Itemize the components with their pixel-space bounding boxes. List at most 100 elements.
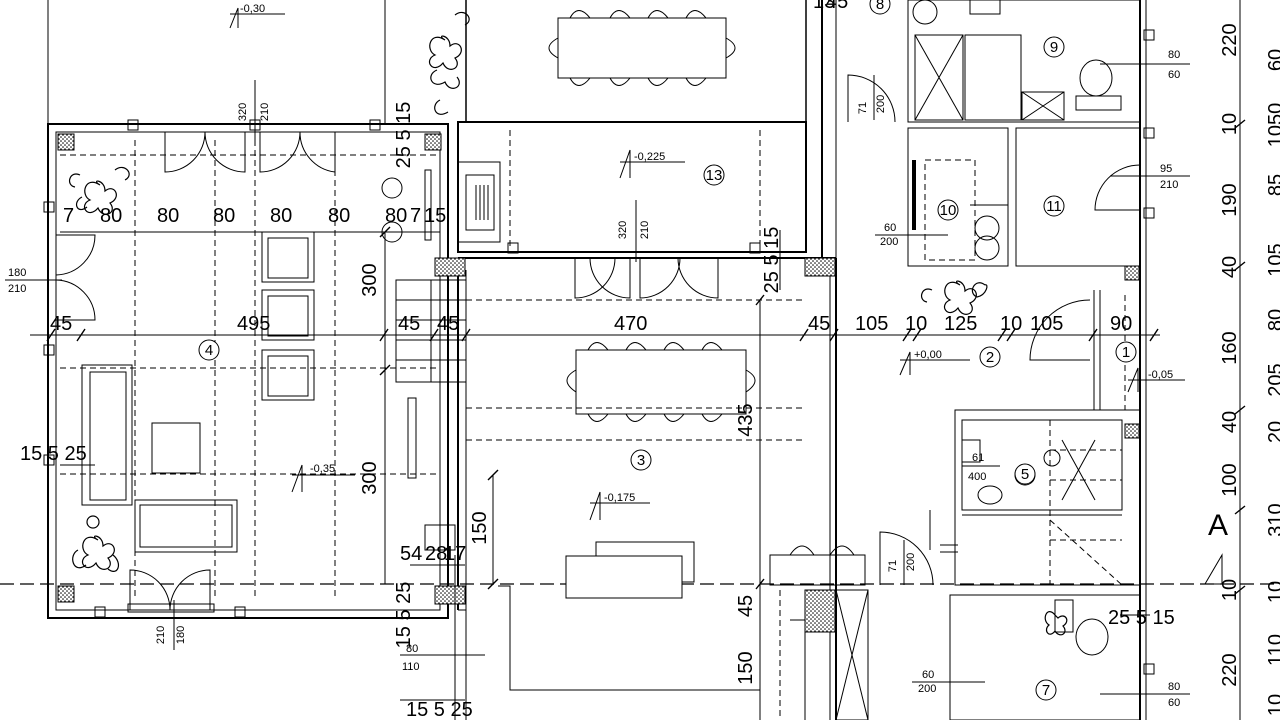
dim-label: 80 (157, 205, 179, 227)
dim-label: 470 (614, 313, 647, 335)
dim-label: 495 (237, 313, 270, 335)
axis-label: 205 (1265, 363, 1280, 396)
dim-label: 10 (1000, 313, 1022, 335)
axis-label: 40 (1219, 411, 1241, 433)
right-axis: 220 10 190 40 160 40 100 10 220 60 1050 … (1219, 23, 1280, 716)
axis-label: 10 (1265, 581, 1280, 603)
opening-width: 80 (1168, 49, 1180, 61)
axis-label: 310 (1265, 503, 1280, 536)
level-top-left: -0,30 (240, 3, 265, 15)
opening-width: 80 (406, 643, 418, 655)
dimension-lines (30, 0, 1246, 720)
room-number: 4 (205, 342, 213, 359)
opening-width: 180 (8, 267, 26, 279)
axis-label: 20 (1265, 421, 1280, 443)
dimension-labels: 7 80 80 80 80 80 80 7 15 45 495 45 45 47… (20, 0, 1175, 720)
opening-width: 210 (155, 626, 167, 644)
dim-label: 300 (359, 263, 381, 296)
opening-labels: 320 210 320 210 180 210 210 180 71 200 7… (5, 49, 1190, 709)
opening-height: 60 (1168, 697, 1180, 709)
opening-height: 210 (8, 283, 26, 295)
opening-width: 95 (1160, 163, 1172, 175)
axis-label: 10 (1265, 694, 1280, 716)
dim-label: 45 (826, 0, 848, 13)
grid-lines (0, 130, 1280, 600)
dim-label: 28 (425, 543, 447, 565)
room-number: 11 (1046, 198, 1062, 215)
opening-width: 320 (617, 221, 629, 239)
dim-label: 45 (398, 313, 420, 335)
room-number: 1 (1122, 344, 1130, 361)
room-number: 10 (940, 202, 957, 219)
doors (55, 74, 1141, 613)
plants (68, 11, 1068, 636)
room-number: 5 (1021, 466, 1029, 483)
level-markers: -0,30 -0,225 -0,35 -0,175 +0,00 -0,05 (229, 3, 1185, 521)
axis-label: 1050 (1265, 103, 1280, 148)
dim-label: 435 (735, 403, 757, 436)
dim-label: 80 (213, 205, 235, 227)
dim-label: 150 (735, 651, 757, 684)
axis-label: 80 (1265, 309, 1280, 331)
dim-label: 15 5 25 (393, 582, 415, 649)
dim-label: 45 (808, 313, 830, 335)
axis-label: 10 (1219, 113, 1241, 135)
dim-label: 10 (905, 313, 927, 335)
dim-label: 15 5 25 (406, 699, 473, 720)
room-number: 8 (876, 0, 884, 13)
axis-label: 220 (1219, 23, 1241, 56)
dim-label: 54 (400, 543, 422, 565)
opening-height: 200 (918, 683, 936, 695)
section-marker: A (1204, 509, 1230, 585)
level-room1: -0,05 (1148, 369, 1173, 381)
dim-label: 25 5 15 (1108, 607, 1175, 629)
opening-height: 110 (402, 661, 420, 673)
opening-height: 200 (905, 553, 917, 571)
section-letter: A (1208, 509, 1228, 542)
level-room4: -0,35 (310, 463, 335, 475)
room-number: 3 (637, 452, 645, 469)
opening-height: 210 (639, 221, 651, 239)
dim-label: 80 (100, 205, 122, 227)
axis-label: 190 (1219, 183, 1241, 216)
dim-label: 25 5 15 (393, 102, 415, 169)
opening-height: 180 (175, 626, 187, 644)
axis-label: 110 (1265, 634, 1280, 666)
opening-width: 320 (237, 103, 249, 121)
axis-label: 220 (1219, 653, 1241, 686)
opening-width: 60 (922, 669, 934, 681)
dim-label: 45 (50, 313, 72, 335)
axis-label: 85 (1265, 174, 1280, 196)
dim-label: 105 (855, 313, 888, 335)
opening-width: 71 (857, 102, 869, 114)
dim-label: 45 (735, 595, 757, 617)
dim-label: 13 (813, 0, 835, 13)
room-number: 13 (706, 167, 723, 184)
dim-label: 15 (424, 205, 446, 227)
dim-label: 80 (385, 205, 407, 227)
dim-label: 125 (944, 313, 977, 335)
dim-label: 80 (328, 205, 350, 227)
dim-label: 7 (63, 205, 74, 227)
opening-height: 200 (880, 236, 898, 248)
dim-label: 150 (469, 511, 491, 544)
stairs (1049, 420, 1123, 586)
dim-label: 17 (444, 543, 466, 565)
dim-label: 105 (1030, 313, 1063, 335)
dim-label: 80 (270, 205, 292, 227)
dim-label: 90 (1110, 313, 1132, 335)
dim-label: 7 (410, 205, 421, 227)
furniture (81, 10, 1061, 599)
axis-label: 105 (1265, 243, 1280, 276)
opening-height: 210 (259, 103, 271, 121)
room-number: 7 (1042, 682, 1050, 699)
room-labels: 1 2 3 4 5 7 8 9 10 11 13 (198, 0, 1137, 701)
opening-height: 60 (1168, 69, 1180, 81)
dim-label: 300 (359, 461, 381, 494)
opening-height: 400 (968, 471, 986, 483)
opening-width: 60 (884, 222, 896, 234)
opening-width: 71 (887, 560, 899, 572)
opening-width: 61 (972, 452, 984, 464)
dim-label: 15 5 25 (20, 443, 87, 465)
axis-label: 40 (1219, 256, 1241, 278)
